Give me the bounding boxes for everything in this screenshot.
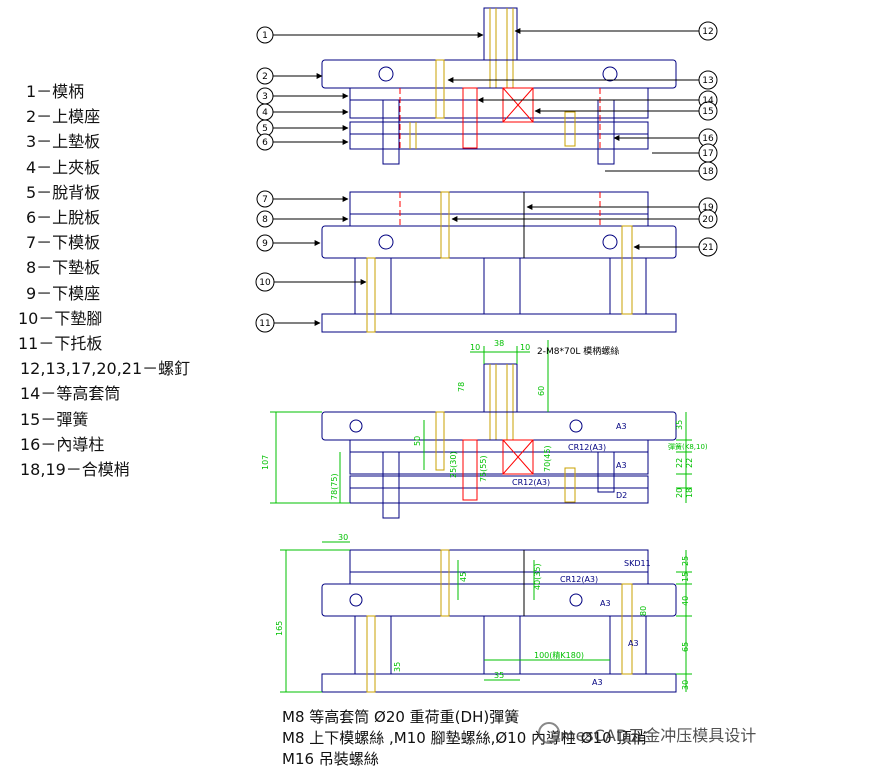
dim-br-40: 40 (681, 596, 690, 606)
dim-v-107: 107 (261, 455, 270, 470)
legend-item: 3－上墊板 (26, 132, 101, 152)
legend-item: 14－等高套筒 (20, 384, 121, 404)
callout-9: 9 (262, 239, 268, 249)
lower-assembly-dimensions (280, 541, 692, 693)
callout-10: 10 (259, 278, 271, 288)
legend-item: 8－下墊板 (26, 258, 101, 278)
dim-top-10a: 10 (470, 343, 480, 352)
material-cr12-3: CR12(A3) (560, 575, 598, 584)
dim-b-65: 65 (681, 642, 690, 652)
legend-item: 2－上模座 (26, 107, 101, 127)
callout-6: 6 (262, 138, 268, 148)
dim-b-80: 80 (639, 606, 648, 616)
lower-die-exploded (321, 191, 677, 333)
callouts-left (255, 26, 275, 333)
dim-b-165: 165 (275, 621, 284, 636)
upper-assembly-dimensions (270, 340, 692, 504)
callout-13: 13 (702, 76, 713, 86)
dim-v-78: 78 (457, 382, 466, 392)
wechat-logo-icon (538, 722, 560, 744)
dim-r-18: 18 (685, 488, 694, 498)
legend-item: 15－彈簧 (20, 409, 89, 429)
callout-21: 21 (702, 243, 713, 253)
legend-item: 4－上夾板 (26, 157, 101, 177)
legend-item: 5－脫背板 (26, 182, 101, 202)
callout-20: 20 (702, 215, 714, 225)
material-d2: D2 (616, 491, 627, 500)
dim-v-78-75: 78(75) (330, 473, 339, 500)
legend-item: 10－下墊腳 (18, 308, 103, 328)
dim-v-25-30: 25(30) (449, 451, 458, 478)
legend-item: 1－模柄 (26, 82, 85, 101)
callout-3: 3 (262, 92, 268, 102)
legend-item: 16－內導柱 (20, 434, 105, 454)
upper-die-assembly (321, 363, 677, 519)
callout-17: 17 (702, 149, 713, 159)
callout-2: 2 (262, 72, 268, 82)
dim-r-22b: 22 (685, 458, 694, 468)
dim-br-30: 30 (681, 680, 690, 690)
dim-b-45: 45 (459, 572, 468, 582)
material-cr12-1: CR12(A3) (568, 443, 606, 452)
dim-b-35h: 35 (494, 671, 504, 680)
legend-item: 11－下托板 (18, 334, 103, 353)
screw-spec: 2-M8*70L 模柄螺絲 (537, 345, 619, 357)
callout-8: 8 (262, 215, 268, 225)
callout-12: 12 (702, 27, 713, 37)
callouts-right (698, 21, 718, 257)
lower-die-assembly (321, 549, 677, 693)
dim-v-50: 50 (413, 436, 422, 446)
dim-b-35v: 35 (393, 662, 402, 672)
dim-r-35: 35 (675, 420, 684, 430)
material-a3-3: A3 (600, 599, 611, 608)
leaders-right (447, 28, 700, 250)
dim-r-20a: 20 (675, 488, 684, 498)
dim-r-22a: 22 (675, 458, 684, 468)
callout-18: 18 (702, 167, 714, 177)
callout-4: 4 (262, 108, 268, 118)
callout-14: 14 (702, 96, 714, 106)
material-a3-2: A3 (616, 461, 627, 470)
callout-11: 11 (259, 319, 270, 329)
material-a3-4: A3 (628, 639, 639, 648)
legend-item: 18,19－合模梢 (20, 460, 130, 479)
dim-v-60: 60 (537, 386, 546, 396)
note-line-1: M8 等高套筒 Ø20 重荷重(DH)彈簧 (282, 708, 520, 726)
callout-7: 7 (262, 195, 268, 205)
legend-item: 7－下模板 (26, 233, 101, 253)
legend-item: 6－上脫板 (26, 208, 101, 227)
dim-v-75-55: 75(55) (479, 455, 488, 482)
callout-16: 16 (702, 134, 714, 144)
callout-19: 19 (702, 203, 714, 213)
legend-item: 12,13,17,20,21－螺釘 (20, 359, 191, 379)
dim-b-40-35: 40(35) (533, 563, 542, 590)
dim-br-15: 15 (681, 572, 690, 582)
dim-b-30: 30 (338, 533, 348, 542)
dim-top-10b: 10 (520, 343, 530, 352)
callout-5: 5 (262, 124, 268, 134)
callout-15: 15 (702, 107, 713, 117)
material-a3-5: A3 (592, 678, 603, 687)
watermark: mesCAD五金冲压模具设计 (560, 726, 757, 745)
dim-top-38: 38 (494, 339, 504, 348)
legend-item: 9－下模座 (26, 283, 101, 303)
dim-v-70-45: 70(45) (543, 445, 552, 472)
note-line-3: M16 吊裝螺絲 (282, 750, 379, 768)
spring-note: 彈簧(K8,10) (668, 442, 708, 451)
material-cr12-2: CR12(A3) (512, 478, 550, 487)
material-skd11: SKD11 (624, 559, 651, 568)
dim-b-100: 100(精K180) (534, 650, 584, 660)
leaders-left (273, 32, 484, 326)
dim-br-25: 25 (681, 556, 690, 566)
material-a3-1: A3 (616, 422, 627, 431)
callout-1: 1 (262, 31, 268, 41)
